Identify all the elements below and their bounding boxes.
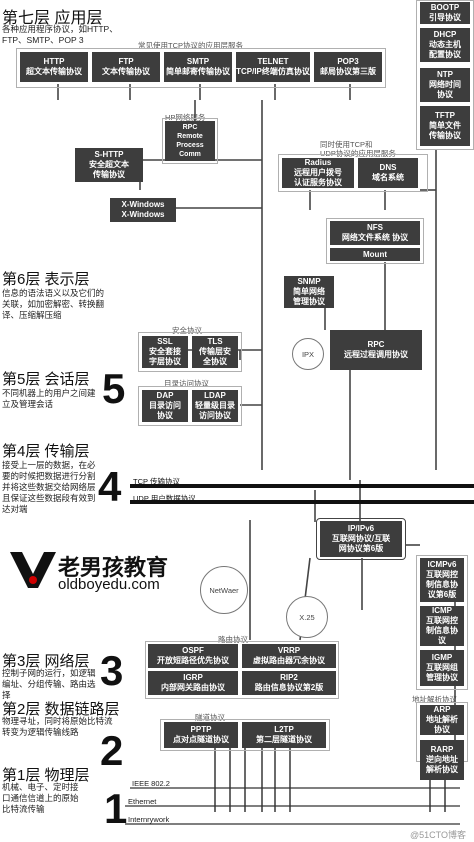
layer3-title: 第3层 网络层 (2, 653, 90, 670)
dns-box: DNS 域名系统 (358, 158, 418, 188)
netwaer-circle: NetWaer (200, 566, 248, 614)
bootp-box: BOOTP 引导协议 (420, 2, 470, 24)
layer6-title: 第6层 表示层 (2, 271, 90, 288)
layer4-desc: 接受上一层的数据，在必 要的时候把数据进行分割 并将这些数据交给网络层 且保证这… (2, 460, 96, 514)
caption-directory: 目录访问协议 (164, 379, 209, 388)
icmp-box: ICMP 互联网控 制信息协 议 (420, 606, 464, 646)
pop3-box: POP3 邮局协议第三版 (314, 52, 382, 82)
caption-addr-res: 地址解析协议 (412, 695, 457, 704)
icmpv6-box: ICMPv6 互联网控 制信息协 议第6版 (420, 558, 464, 602)
rip2-box: RIP2 路由信息协议第2版 (242, 671, 336, 695)
ssl-box: SSL 安全套接 字层协议 (142, 336, 188, 368)
dap-box: DAP 目录访问 协议 (142, 390, 188, 422)
ip-box: IP/IPv6 互联网协议/互联 网协议第6版 (320, 521, 402, 557)
rpc-hp-box: RPC Remote Process Comm (165, 121, 215, 161)
igrp-box: IGRP 内部网关路由协议 (148, 671, 238, 695)
layer7-title: 第七层 应用层 (2, 10, 103, 27)
directory-group (138, 386, 242, 426)
tcp-line-label: TCP 传输协议 (133, 477, 180, 486)
l2tp-box: L2TP 第二层隧道协议 (242, 722, 326, 748)
layer4-title: 第4层 传输层 (2, 443, 90, 460)
security-group (138, 332, 242, 372)
caption-routing: 路由协议 (218, 635, 248, 644)
nfs-box: NFS 网络文件系统 协议 (330, 221, 420, 245)
ieee-line-label: IEEE 802.2 (132, 779, 170, 788)
icmp-group (416, 555, 468, 690)
layer2-number: 2 (100, 727, 124, 774)
rpc-box: RPC 远程过程调用协议 (330, 330, 422, 370)
internetwork-line-label: Internrywork (128, 815, 170, 824)
layer5-number: 5 (102, 365, 126, 412)
layer2-desc: 物理寻址，同时将原始比特流 转变为逻辑传输线路 (2, 716, 113, 737)
caption-security: 安全协议 (172, 326, 202, 335)
layer7-desc: 各种应用程序协议，如HTTP、 FTP、SMTP、POP 3 (2, 24, 118, 45)
tcp-udp-group (278, 154, 428, 192)
layer4-number: 4 (98, 463, 122, 510)
layer5-title: 第5层 会话层 (2, 371, 90, 388)
ip-group (316, 518, 406, 560)
telnet-box: TELNET TCP/IP终端仿真协议 (236, 52, 310, 82)
ftp-box: FTP 文本传输协议 (92, 52, 160, 82)
igmp-box: IGMP 互联网组 管理协议 (420, 650, 464, 686)
smtp-box: SMTP 简单邮寄传输协议 (164, 52, 232, 82)
routing-group (145, 641, 339, 699)
ldap-box: LDAP 轻量级目录 访问协议 (192, 390, 238, 422)
layer3-desc: 控制子网的运行，如逻辑 编址、分组传输、路由选 择 (2, 668, 96, 700)
pptp-box: PPTP 点对点隧道协议 (164, 722, 238, 748)
ethernet-line-label: Ethernet (128, 797, 157, 806)
http-box: HTTP 超文本传输协议 (20, 52, 88, 82)
layer5-desc: 不同机器上的用户之间建 立及管理会话 (2, 388, 96, 409)
logo-url: oldboyedu.com (58, 576, 160, 593)
app-protocol-group (16, 48, 386, 88)
layer6-desc: 信息的语法语义以及它们的 关联，如加密解密、转换翻 译、压缩解压缩 (2, 288, 105, 320)
xwin-box: X-Windows X-Windows (110, 198, 176, 222)
mount-box: Mount (330, 248, 420, 261)
ntp-box: NTP 网络时间 协议 (420, 68, 470, 102)
shttp-box: S-HTTP 安全超文本 传输协议 (75, 148, 143, 182)
snmp-box: SNMP 简单网络 管理协议 (284, 276, 334, 308)
layer1-number: 1 (104, 785, 128, 832)
udp-line-label: UDP 用户数据协议 (133, 494, 196, 503)
caption-app-common: 常见使用TCP协议的应用层服务 (138, 41, 243, 50)
vrrp-box: VRRP 虚拟路由器冗余协议 (242, 644, 336, 668)
arp-box: ARP 地址解析 协议 (420, 705, 464, 735)
x25-circle: X.25 (286, 596, 328, 638)
tls-box: TLS 传输层安 全协议 (192, 336, 238, 368)
tftp-box: TFTP 简单文件 传输协议 (420, 106, 470, 146)
layer3-number: 3 (100, 647, 124, 694)
layer1-title: 第1层 物理层 (2, 767, 90, 784)
dhcp-box: DHCP 动态主机 配置协议 (420, 28, 470, 62)
caption-tunnel: 隧道协议 (195, 713, 225, 722)
ipx-circle: IPX (292, 338, 324, 370)
radius-box: Radius 远程用户拨号 认证服务协议 (282, 158, 354, 188)
nfs-group (326, 218, 424, 264)
hp-service-group (162, 118, 218, 164)
layer2-title: 第2层 数据链路层 (2, 701, 120, 718)
ospf-box: OSPF 开放短路径优先协议 (148, 644, 238, 668)
logo-name: 老男孩教育 (58, 555, 169, 580)
caption-hp-service: HP网络服务 (165, 113, 206, 122)
watermark: @51CTO博客 (410, 830, 466, 840)
tunnel-group (160, 719, 330, 751)
layer1-desc: 机械、电子、定时接 口通信信道上的原始 比特流传输 (2, 782, 79, 814)
rarp-box: RARP 逆向地址 解析协议 (420, 740, 464, 780)
caption-tcp-udp: 同时使用TCP和 UDP协议的应用层服务 (320, 140, 396, 158)
oldboy-logo-mark (10, 552, 56, 588)
